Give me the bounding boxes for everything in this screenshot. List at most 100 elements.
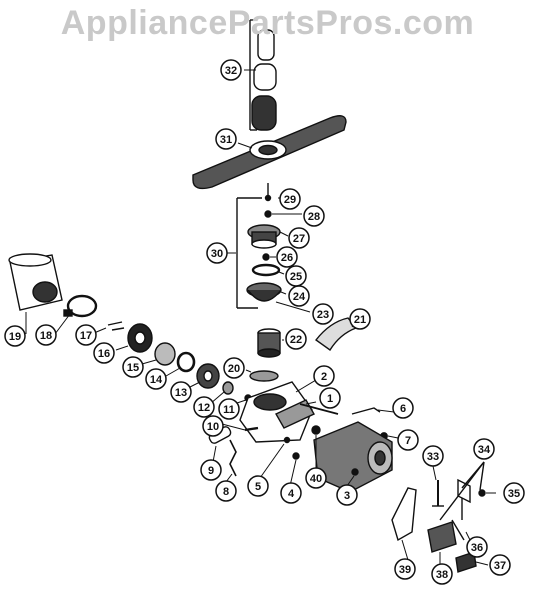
- callout-35: 35: [503, 482, 525, 504]
- callout-circle: [489, 554, 511, 576]
- callout-label: 13: [175, 387, 187, 399]
- callout-label: 25: [290, 271, 302, 283]
- callout-circle: [75, 324, 97, 346]
- part-36-arm: [451, 519, 465, 541]
- callout-label: 4: [288, 488, 295, 500]
- callout-40: 40: [305, 467, 327, 489]
- callout-26: 26: [276, 246, 298, 268]
- callout-circle: [276, 246, 298, 268]
- part-34-linkage: [439, 461, 485, 521]
- callout-label: 9: [208, 465, 214, 477]
- callout-circle: [392, 397, 414, 419]
- callout-circle: [503, 482, 525, 504]
- callout-label: 34: [478, 444, 491, 456]
- callout-38: 38: [431, 563, 453, 585]
- callout-label: 21: [354, 314, 366, 326]
- bracket-30: [236, 197, 262, 309]
- part-38-switch: [427, 521, 457, 553]
- callout-circle: [218, 398, 240, 420]
- part-15-ring: [154, 342, 176, 366]
- callout-circle: [431, 563, 453, 585]
- callout-circle: [206, 242, 228, 264]
- part-14-ring: [176, 351, 196, 373]
- callout-21: 21: [349, 308, 371, 330]
- callout-circle: [220, 59, 242, 81]
- part-4-screw: [292, 452, 300, 460]
- callout-circle: [473, 438, 495, 460]
- callout-27: 27: [288, 227, 310, 249]
- callout-label: 18: [40, 330, 52, 342]
- part-29-screw: [264, 183, 272, 202]
- callout-circle: [285, 328, 307, 350]
- callout-22: 22: [285, 328, 307, 350]
- part-2-pump-housing: [239, 381, 315, 443]
- callout-2: 2: [313, 365, 335, 387]
- part-35-screw: [478, 489, 486, 497]
- part-17-seal: [107, 321, 125, 331]
- part-39-bracket: [391, 487, 417, 542]
- callout-34: 34: [473, 438, 495, 460]
- callout-circle: [466, 536, 488, 558]
- callout-circle: [280, 482, 302, 504]
- callout-circle: [215, 128, 237, 150]
- callout-29: 29: [279, 188, 301, 210]
- part-10-bolt: [244, 426, 259, 432]
- watermark: AppliancePartsPros.com: [60, 4, 475, 42]
- callout-label: 28: [308, 211, 320, 223]
- callout-19: 19: [4, 325, 26, 347]
- callout-label: 20: [228, 363, 240, 375]
- part-25-ring: [251, 263, 281, 277]
- callout-label: 17: [80, 330, 92, 342]
- callout-25: 25: [285, 265, 307, 287]
- callout-circle: [202, 415, 224, 437]
- callout-label: 36: [471, 542, 483, 554]
- callout-label: 8: [223, 486, 229, 498]
- callout-label: 5: [255, 481, 261, 493]
- callout-label: 22: [290, 334, 302, 346]
- callout-24: 24: [288, 285, 310, 307]
- callout-label: 35: [508, 488, 520, 500]
- callout-circle: [93, 342, 115, 364]
- callout-13: 13: [170, 381, 192, 403]
- callout-circle: [312, 303, 334, 325]
- part-24-cap: [246, 282, 282, 302]
- callout-12: 12: [193, 396, 215, 418]
- callout-23: 23: [312, 303, 334, 325]
- callout-label: 1: [327, 393, 333, 405]
- part-32-tube: [249, 19, 277, 131]
- callout-4: 4: [280, 482, 302, 504]
- callout-circle: [35, 324, 57, 346]
- callout-36: 36: [466, 536, 488, 558]
- callout-circle: [279, 188, 301, 210]
- part-27-hub: [247, 224, 281, 249]
- callout-circle: [4, 325, 26, 347]
- callout-label: 3: [344, 490, 350, 502]
- callout-label: 14: [150, 374, 163, 386]
- callout-37: 37: [489, 554, 511, 576]
- part-20-clamp: [249, 370, 279, 382]
- callout-20: 20: [223, 357, 245, 379]
- callout-circle: [305, 467, 327, 489]
- callout-label: 2: [321, 371, 327, 383]
- callout-label: 19: [9, 331, 21, 343]
- part-8-spring: [229, 439, 237, 477]
- callout-18: 18: [35, 324, 57, 346]
- callout-3: 3: [336, 484, 358, 506]
- callout-circle: [247, 475, 269, 497]
- callout-circle: [303, 205, 325, 227]
- callout-label: 15: [127, 362, 139, 374]
- callout-1: 1: [319, 387, 341, 409]
- part-31-spray-arm: [192, 115, 347, 190]
- callout-label: 26: [281, 252, 293, 264]
- callout-7: 7: [397, 429, 419, 451]
- callout-label: 30: [211, 248, 223, 260]
- callout-label: 11: [223, 404, 235, 416]
- callout-label: 33: [427, 451, 439, 463]
- callout-circle: [145, 368, 167, 390]
- part-1-seal: [299, 403, 339, 415]
- callout-6: 6: [392, 397, 414, 419]
- part-16-impeller: [127, 323, 153, 353]
- part-22-coupling: [257, 328, 281, 358]
